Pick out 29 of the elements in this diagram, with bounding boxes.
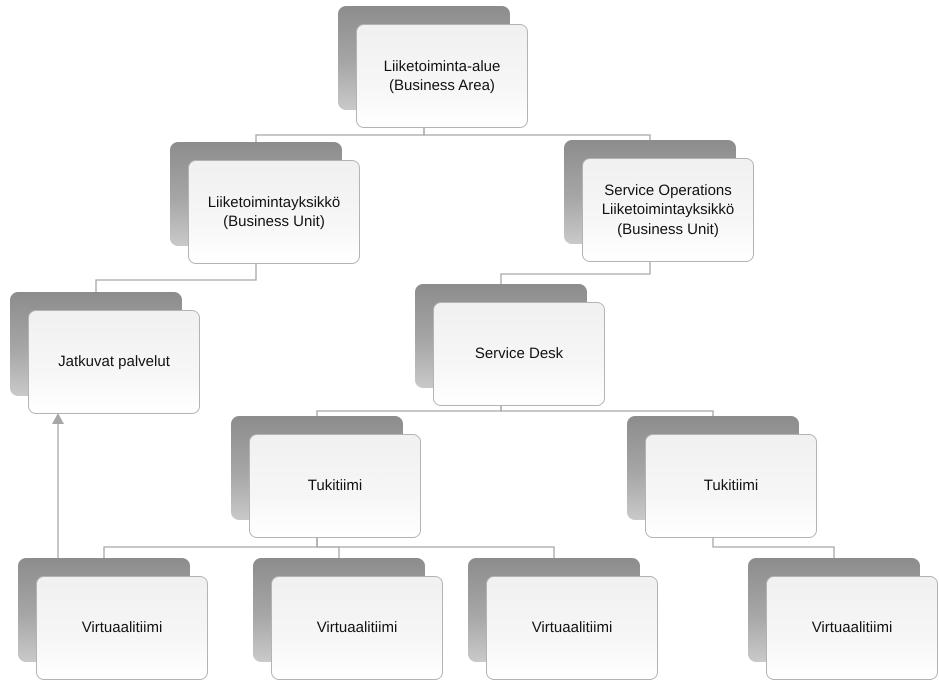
stacked-card-box (415, 284, 605, 406)
stacked-card-box (338, 6, 528, 128)
stacked-card-box (564, 140, 754, 262)
box-label: Liiketoiminta-alue (Business Area) (382, 56, 502, 96)
stacked-card-box (18, 558, 208, 680)
stacked-card-box (253, 558, 443, 680)
connector-line (52, 413, 64, 558)
connector-line (95, 264, 257, 292)
box-label: Virtuaalitiimi (812, 618, 892, 638)
box-label: Virtuaalitiimi (82, 618, 162, 638)
box-label: Virtuaalitiimi (316, 618, 398, 638)
box-label: Jatkuvat palvelut (58, 352, 170, 372)
box-label: Tukitiimi (308, 476, 362, 496)
stacked-card-box (627, 416, 817, 538)
box-label: Virtuaalitiimi (532, 618, 612, 638)
stacked-card-box (10, 292, 200, 414)
connector-line (316, 538, 555, 558)
box-label: Service Operations Liiketoimintayksikkö (Business Unit) (600, 180, 736, 240)
connector-line (500, 262, 651, 284)
stacked-card-box (170, 142, 360, 264)
box-label: Tukitiimi (704, 476, 758, 496)
connector-line (500, 406, 714, 416)
connector-line (712, 538, 835, 558)
stacked-card-box (748, 558, 938, 680)
stacked-card-box (468, 558, 658, 680)
box-label: Liiketoimintayksikkö (Business Unit) (206, 192, 342, 232)
connector-line (423, 128, 651, 140)
stacked-card-box (231, 416, 421, 538)
box-label: Service Desk (474, 344, 564, 364)
